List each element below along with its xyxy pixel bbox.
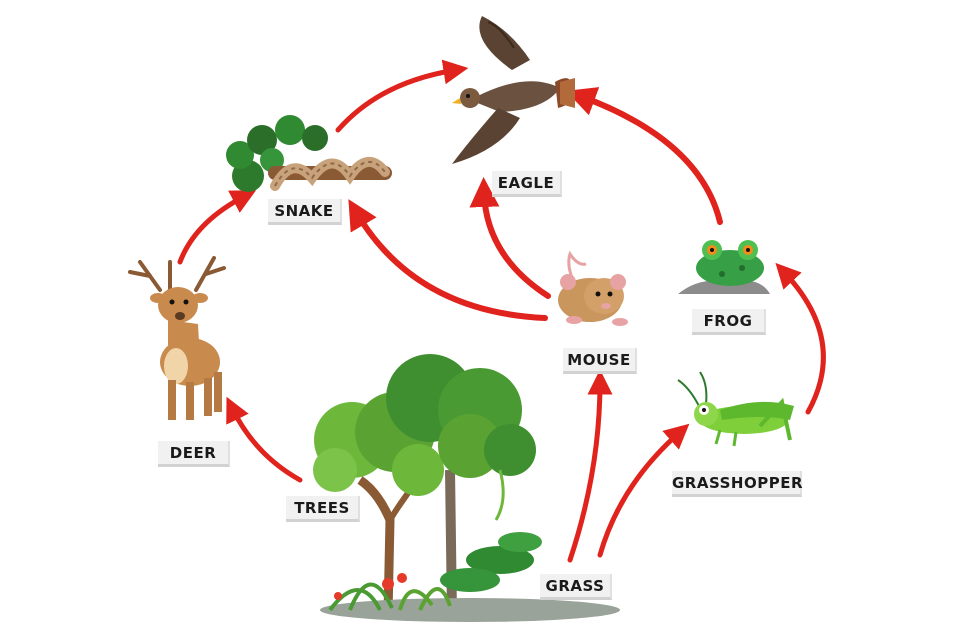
- trees-illustration: [313, 354, 536, 616]
- arrow-mouse-to-eagle: [469, 177, 551, 299]
- arrow-snake-to-eagle: [335, 59, 469, 133]
- arrow-grass-to-grasshopper: [597, 423, 690, 558]
- label-grasshopper: GRASSHOPPER: [672, 471, 803, 497]
- grasshopper-illustration: [677, 371, 794, 447]
- arrow-grass-to-mouse: [567, 369, 613, 563]
- label-mouse: MOUSE: [563, 348, 637, 374]
- arrow-trees-to-deer: [226, 396, 303, 483]
- mouse-illustration: [558, 250, 628, 326]
- label-grass: GRASS: [540, 574, 612, 600]
- arrow-frog-to-eagle: [565, 87, 723, 225]
- label-deer: DEER: [158, 441, 230, 467]
- label-snake: SNAKE: [268, 199, 342, 225]
- snake-illustration: [226, 115, 392, 192]
- label-trees: TREES: [286, 496, 360, 522]
- label-eagle: EAGLE: [492, 171, 562, 197]
- label-frog: FROG: [692, 309, 766, 335]
- arrow-deer-to-snake: [177, 190, 257, 265]
- grass-illustration: [320, 532, 620, 622]
- deer-illustration: [128, 256, 226, 420]
- arrow-grasshopper-to-frog: [775, 262, 826, 415]
- arrow-mouse-to-snake: [348, 199, 548, 321]
- frog-illustration: [678, 240, 770, 294]
- eagle-illustration: [452, 16, 575, 164]
- arrows: [177, 59, 826, 563]
